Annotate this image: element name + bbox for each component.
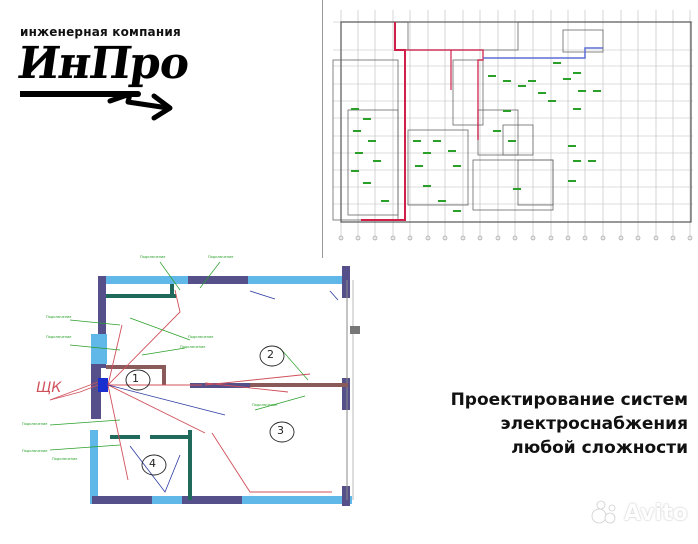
tagline-line-2: электроснабжения [500, 414, 688, 434]
logo-name: ИнПро [14, 38, 193, 89]
svg-text:Подключение: Подключение [208, 255, 233, 259]
room-number-4: 4 [149, 457, 156, 470]
tagline: Проектирование систем электроснабжения л… [451, 388, 688, 460]
panel-label: ЩК [36, 380, 62, 396]
room-number-2: 2 [267, 348, 274, 361]
svg-text:Подключение: Подключение [140, 255, 165, 259]
floor-plan-drawing [332, 10, 693, 241]
arrow-icon [20, 91, 173, 121]
avito-logo-icon [591, 500, 616, 524]
tagline-line-1: Проектирование систем [450, 390, 688, 410]
svg-text:Подключение: Подключение [46, 335, 71, 339]
avito-watermark: Avito [590, 500, 688, 526]
logo-subtitle: инженерная компания [20, 25, 181, 39]
logo-block: инженерная компания ИнПро [0, 0, 210, 140]
svg-text:Подключение: Подключение [22, 422, 47, 426]
svg-text:Подключение: Подключение [46, 315, 71, 319]
room-number-3: 3 [277, 424, 284, 437]
room-number-1: 1 [132, 372, 139, 385]
svg-text:Подключение: Подключение [52, 457, 77, 461]
svg-text:Подключение: Подключение [180, 345, 205, 349]
svg-text:Подключение: Подключение [252, 403, 277, 407]
industrial-floor-plan [322, 0, 698, 258]
tagline-line-3: любой сложности [511, 438, 688, 458]
avito-text: Avito [624, 500, 688, 526]
svg-text:Подключение: Подключение [22, 449, 47, 453]
svg-text:Подключение: Подключение [188, 335, 213, 339]
